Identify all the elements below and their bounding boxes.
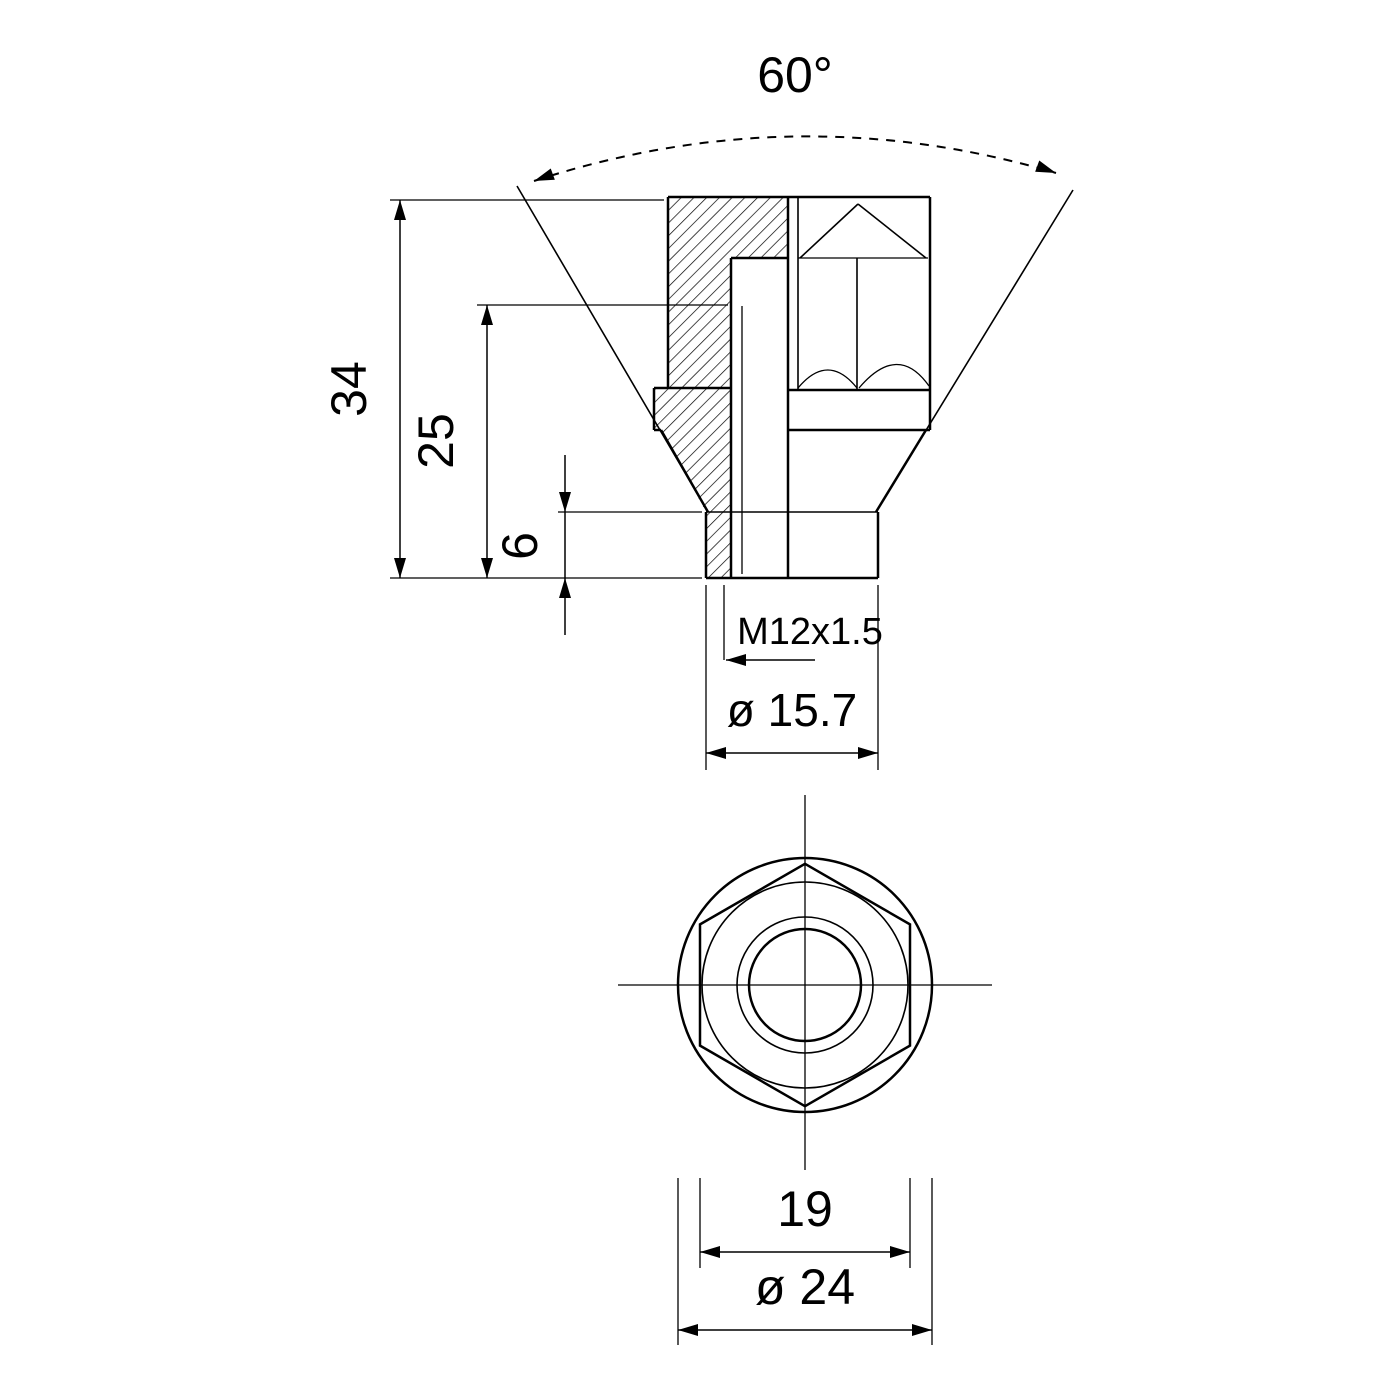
hex-facet-arc-right xyxy=(858,363,930,389)
arrow-thread xyxy=(726,654,746,666)
hex-facet-arc-left xyxy=(797,369,858,389)
dimension-outer-diameter: ø 24 xyxy=(677,1178,933,1345)
nut-section-geometry xyxy=(652,195,932,580)
seat-surface-left xyxy=(659,429,710,513)
dim-label-25: 25 xyxy=(408,413,464,469)
arrow-34-top xyxy=(394,200,406,220)
angle-label: 60° xyxy=(757,47,833,103)
dim-label-19: 19 xyxy=(777,1181,833,1237)
dimension-overall-height: 34 xyxy=(321,199,702,579)
arrow-25-top xyxy=(481,305,493,325)
dim-label-24: ø 24 xyxy=(755,1259,855,1315)
plan-geometry xyxy=(676,856,934,1114)
hatch-region-upper xyxy=(668,197,788,388)
dim-label-6: 6 xyxy=(492,532,548,560)
hex-chamfer-left-slope xyxy=(799,203,859,259)
seat-surface-right xyxy=(874,429,928,513)
dimension-shank-height: 6 xyxy=(492,455,702,635)
angle-arc-arrow-left xyxy=(534,168,555,181)
angle-arc-arrow-right xyxy=(1035,160,1056,173)
thread-major-circle xyxy=(736,916,874,1054)
dimension-thread-depth: 25 xyxy=(408,304,728,578)
arrow-19-left xyxy=(700,1246,720,1258)
thread-callout: M12x1.5 xyxy=(723,585,883,666)
hex-chamfer-right-slope xyxy=(857,203,927,259)
hexagon-outline xyxy=(698,862,912,1108)
arrow-6-upper xyxy=(559,492,571,512)
outer-flange-circle xyxy=(676,856,934,1114)
arrow-24-left xyxy=(678,1324,698,1336)
arrow-19-right xyxy=(890,1246,910,1258)
angle-arc-dashed xyxy=(533,135,1057,182)
dimension-hex-width: 19 xyxy=(699,1178,911,1268)
dimension-shank-diameter: ø 15.7 xyxy=(705,585,879,770)
top-plan-view: 19 ø 24 xyxy=(618,795,992,1345)
cone-construction-lines xyxy=(516,185,1074,513)
arrow-157-right xyxy=(858,747,878,759)
arrow-157-left xyxy=(706,747,726,759)
dim-label-34: 34 xyxy=(321,361,377,417)
arrow-25-bottom xyxy=(481,558,493,578)
side-section-view: 60° xyxy=(321,47,1074,770)
dim-label-157: ø 15.7 xyxy=(727,684,857,736)
arrow-34-bottom xyxy=(394,558,406,578)
cone-angle-annotation: 60° xyxy=(533,47,1057,182)
arrow-24-right xyxy=(912,1324,932,1336)
thread-label: M12x1.5 xyxy=(737,611,883,653)
arrow-6-lower xyxy=(559,578,571,598)
centerlines xyxy=(618,795,992,1170)
hex-inscribed-circle xyxy=(701,881,909,1089)
bore-circle xyxy=(747,927,863,1043)
